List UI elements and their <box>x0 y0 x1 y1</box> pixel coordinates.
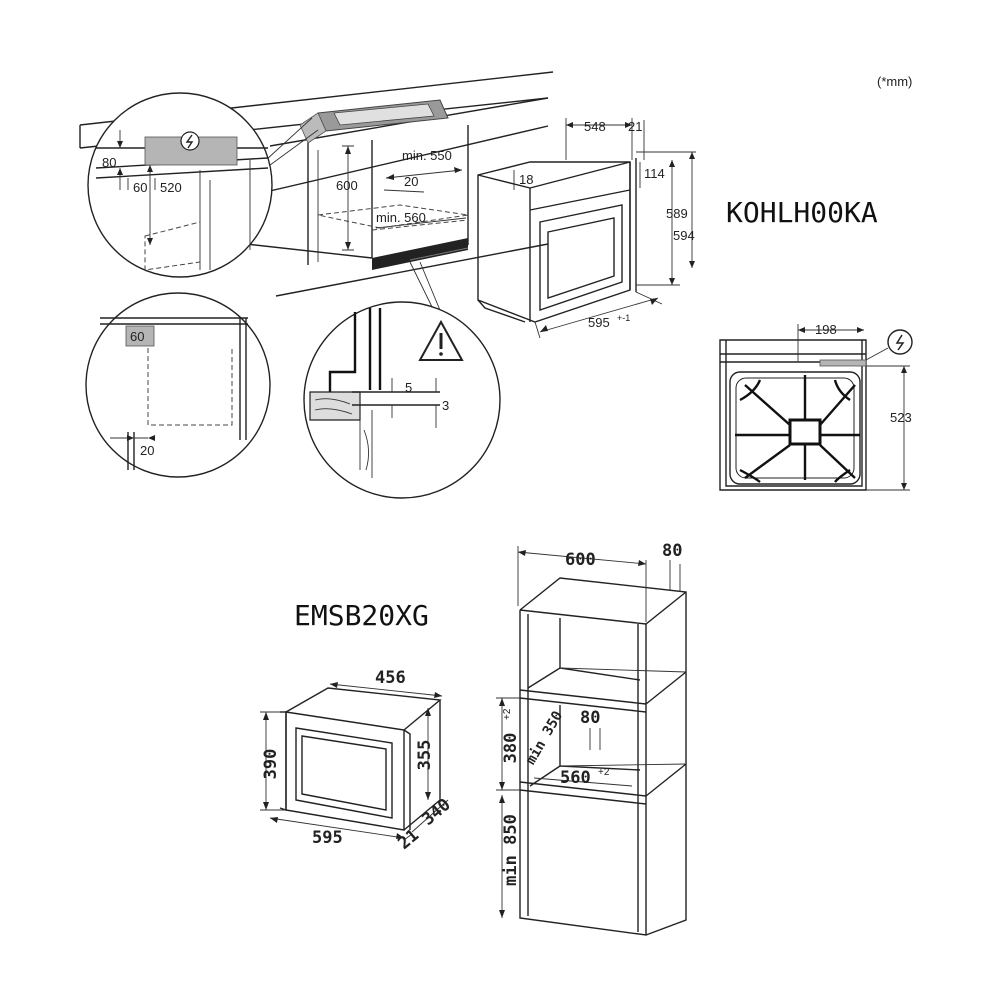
microwave-drawing: 456 390 355 595 340 21 <box>260 668 455 854</box>
oven-width-tol: +-1 <box>617 313 630 323</box>
micro-width-595: 595 <box>312 828 343 848</box>
countertop-assembly: 600 min. 550 20 min. 560 <box>79 71 554 297</box>
column-niche-380: 380 <box>501 733 521 764</box>
detail-60-box: 60 <box>130 329 144 344</box>
oven-18: 18 <box>519 172 533 187</box>
oven-589: 589 <box>666 206 688 221</box>
cabinet-depth-min550: min. 550 <box>402 148 452 163</box>
column-cabinet: 600 80 80 380 +2 min 350 560 +2 min 850 <box>496 541 687 936</box>
column-width-560-tol: +2 <box>598 767 610 778</box>
oven-top-view: 198 523 <box>719 322 913 491</box>
socket-zone-60 <box>125 325 155 347</box>
micro-depth-340: 340 <box>418 795 454 830</box>
oven-model-label: KOHLH00KA <box>726 196 878 229</box>
detail-circle-side-gap: 60 20 <box>85 292 271 478</box>
oven-114: 114 <box>644 166 665 181</box>
electric-bolt-icon <box>185 134 194 149</box>
detail-circle-mounting: 5 3 <box>303 301 501 499</box>
micro-width-456: 456 <box>375 668 406 688</box>
detail-3: 3 <box>442 398 449 413</box>
detail-20: 20 <box>140 443 154 458</box>
micro-inner-355: 355 <box>415 740 435 771</box>
oven-door-21: 21 <box>628 119 642 134</box>
detail-80: 80 <box>102 155 116 170</box>
oven-drawing: 548 21 114 18 589 594 595 +-1 <box>477 118 696 339</box>
oven-594: 594 <box>673 228 695 243</box>
column-niche-380-tol: +2 <box>502 708 513 720</box>
detail-circle-plug-clearance: 80 60 520 <box>87 92 273 278</box>
top-view-523: 523 <box>890 410 912 425</box>
unit-note: (*mm) <box>877 74 912 89</box>
column-width-560: 560 <box>560 768 591 788</box>
oven-depth-548: 548 <box>584 119 606 134</box>
detail-520: 520 <box>160 180 182 195</box>
column-min-850: min 850 <box>501 814 521 886</box>
oven-width-595: 595 <box>588 315 610 330</box>
cabinet-height-600: 600 <box>336 178 358 193</box>
top-view-198: 198 <box>815 322 837 337</box>
column-width-600: 600 <box>565 550 596 570</box>
detail-60: 60 <box>133 180 147 195</box>
column-vent-80-mid: 80 <box>580 708 600 728</box>
detail-5: 5 <box>405 380 412 395</box>
column-vent-80: 80 <box>662 541 682 561</box>
microwave-model-label: EMSB20XG <box>294 599 429 632</box>
cabinet-gap-20: 20 <box>404 174 418 189</box>
electric-bolt-icon <box>895 334 905 351</box>
micro-height-390: 390 <box>261 749 281 780</box>
cabinet-width-min560: min. 560 <box>376 210 426 225</box>
